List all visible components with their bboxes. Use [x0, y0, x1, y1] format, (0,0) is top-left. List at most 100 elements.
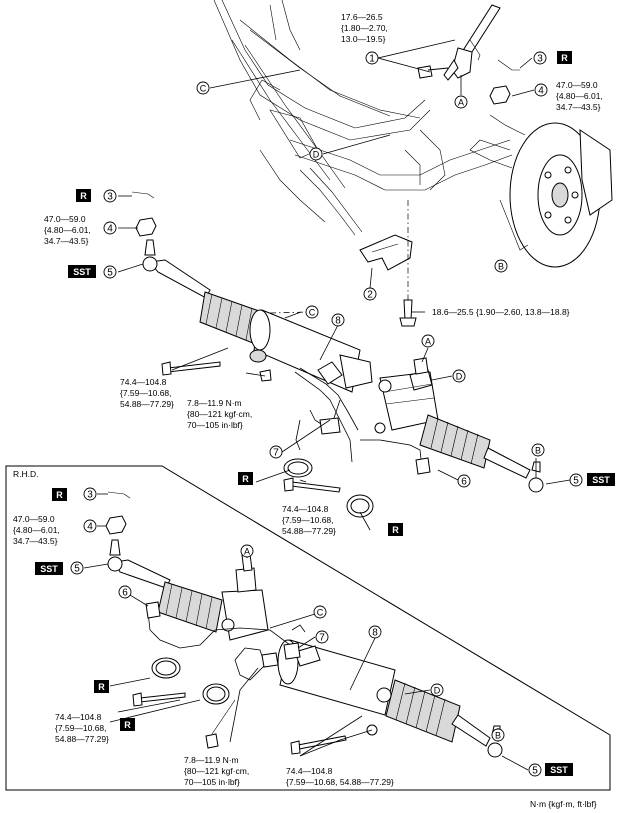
- badge-r-left: R: [76, 189, 91, 202]
- badge-r-rhd-clamp-1: R: [94, 680, 109, 693]
- torque-label-gear-bolt-upper: 74.4—104.8 {7.59—10.68, 54.88—77.29}: [120, 377, 174, 409]
- callout-8-upper: 8: [331, 313, 345, 327]
- svg-text:{7.59—10.68,: {7.59—10.68,: [282, 515, 334, 525]
- svg-text:6: 6: [461, 477, 467, 488]
- callout-5-rhd-right: 5: [528, 763, 542, 777]
- callout-4-left: 4: [103, 221, 117, 235]
- torque-label-pipe-bolt-upper: 7.8—11.9 N·m {80—121 kgf·cm, 70—105 in·l…: [187, 398, 252, 430]
- svg-text:{4.80—6.01,: {4.80—6.01,: [556, 91, 603, 101]
- steering-shaft: [443, 4, 501, 81]
- svg-text:B: B: [498, 262, 504, 272]
- hydraulic-pipes-upper: [294, 367, 431, 475]
- callout-4-upper: 4: [534, 83, 548, 97]
- steering-rack-rhd: [107, 539, 503, 758]
- svg-text:5: 5: [532, 766, 538, 777]
- svg-text:C: C: [200, 84, 207, 94]
- torque-label-bracket-bolt: 18.6—25.5 {1.90—2.60, 13.8—18.8}: [432, 307, 570, 317]
- svg-text:{80—121 kgf·cm,: {80—121 kgf·cm,: [187, 409, 252, 419]
- svg-text:1: 1: [369, 54, 375, 65]
- svg-text:3: 3: [87, 490, 93, 501]
- svg-text:R: R: [392, 525, 399, 535]
- badge-sst-right: SST: [587, 473, 615, 486]
- svg-text:34.7—43.5}: 34.7—43.5}: [13, 536, 58, 546]
- svg-text:47.0—59.0: 47.0—59.0: [556, 80, 598, 90]
- letter-a-rack: A: [421, 334, 435, 348]
- letter-b-rhd: B: [491, 728, 505, 742]
- callout-5-right: 5: [569, 473, 583, 487]
- torque-label-steering-shaft: 17.6—26.5 {1.80—2.70, 13.0—19.5}: [341, 12, 388, 44]
- svg-text:7.8—11.9 N·m: 7.8—11.9 N·m: [184, 755, 239, 765]
- svg-text:{4.80—6.01,: {4.80—6.01,: [44, 225, 91, 235]
- callout-2: 2: [363, 287, 377, 301]
- torque-label-tie-rod-nut-left: 47.0—59.0 {4.80—6.01, 34.7—43.5}: [44, 214, 91, 246]
- hydraulic-pipes-rhd: [145, 601, 306, 681]
- torque-label-gear-bolt-lower: 74.4—104.8 {7.59—10.68, 54.88—77.29}: [282, 504, 336, 536]
- svg-text:54.88—77.29}: 54.88—77.29}: [55, 734, 109, 744]
- svg-text:SST: SST: [592, 475, 610, 485]
- svg-text:SST: SST: [73, 267, 91, 277]
- svg-text:4: 4: [538, 86, 544, 97]
- letter-d-upper: D: [309, 147, 323, 161]
- bolts-upper: [161, 65, 449, 493]
- svg-text:3: 3: [537, 54, 543, 65]
- svg-text:R: R: [56, 490, 63, 500]
- crossmember-frame: [213, 0, 513, 236]
- svg-text:C: C: [317, 608, 324, 618]
- svg-text:R: R: [242, 474, 249, 484]
- bolts-rhd: [132, 692, 347, 755]
- callout-6-upper: 6: [457, 474, 471, 488]
- svg-text:7.8—11.9 N·m: 7.8—11.9 N·m: [187, 398, 242, 408]
- svg-text:{4.80—6.01,: {4.80—6.01,: [13, 525, 60, 535]
- letter-c-rhd: C: [313, 605, 327, 619]
- svg-text:5: 5: [74, 564, 80, 575]
- svg-text:6: 6: [122, 588, 128, 599]
- svg-text:SST: SST: [40, 564, 58, 574]
- torque-label-tie-rod-nut-upper: 47.0—59.0 {4.80—6.01, 34.7—43.5}: [556, 80, 603, 112]
- badge-sst-rhd-left: SST: [35, 562, 63, 575]
- callout-1: 1: [365, 51, 379, 65]
- svg-text:3: 3: [107, 192, 113, 203]
- callout-3-upper: 3: [533, 51, 547, 65]
- callout-7-upper: 7: [269, 445, 283, 459]
- svg-text:{1.80—2.70,: {1.80—2.70,: [341, 23, 388, 33]
- letter-b-upper: B: [494, 259, 508, 273]
- letter-a-rhd: A: [240, 544, 254, 558]
- svg-text:D: D: [434, 686, 441, 696]
- units-note: N·m {kgf·m, ft·lbf}: [530, 799, 597, 809]
- nut-and-pin-left: [131, 191, 157, 237]
- svg-text:74.4—104.8: 74.4—104.8: [282, 504, 329, 514]
- svg-text:{7.59—10.68, 54.88—77.29}: {7.59—10.68, 54.88—77.29}: [286, 777, 394, 787]
- svg-text:34.7—43.5}: 34.7—43.5}: [556, 102, 601, 112]
- mount-bracket: [359, 200, 417, 327]
- letter-a-upper: A: [454, 95, 468, 109]
- svg-text:R: R: [561, 53, 568, 63]
- svg-text:B: B: [495, 731, 501, 741]
- svg-text:4: 4: [107, 224, 113, 235]
- letter-c-rack: C: [305, 305, 319, 319]
- svg-text:74.4—104.8: 74.4—104.8: [120, 377, 167, 387]
- badge-r-rhd-pin: R: [52, 488, 67, 501]
- rhd-inset-frame: [5, 465, 611, 791]
- badge-r-rhd-clamp-2: R: [120, 718, 135, 731]
- callout-3-rhd: 3: [83, 487, 97, 501]
- svg-text:47.0—59.0: 47.0—59.0: [13, 514, 55, 524]
- steering-rack-upper: [142, 239, 544, 493]
- letter-d-rhd: D: [430, 683, 444, 697]
- leader-lines-rhd: [83, 493, 529, 771]
- badge-sst-rhd-right: SST: [545, 763, 573, 776]
- svg-text:7: 7: [273, 448, 279, 459]
- svg-text:70—105 in·lbf}: 70—105 in·lbf}: [187, 420, 243, 430]
- svg-text:R: R: [80, 191, 87, 201]
- svg-text:74.4—104.8: 74.4—104.8: [55, 712, 102, 722]
- svg-text:8: 8: [372, 628, 378, 639]
- badge-r-clamp-1: R: [238, 472, 253, 485]
- torque-label-pipe-bolt-rhd: 7.8—11.9 N·m {80—121 kgf·cm, 70—105 in·l…: [184, 755, 249, 787]
- leader-lines-upper: [117, 39, 571, 531]
- svg-text:A: A: [458, 98, 464, 108]
- callout-3-left: 3: [103, 189, 117, 203]
- svg-text:D: D: [456, 372, 463, 382]
- svg-text:54.88—77.29}: 54.88—77.29}: [120, 399, 174, 409]
- clamps-upper: [283, 458, 374, 518]
- svg-text:5: 5: [573, 476, 579, 487]
